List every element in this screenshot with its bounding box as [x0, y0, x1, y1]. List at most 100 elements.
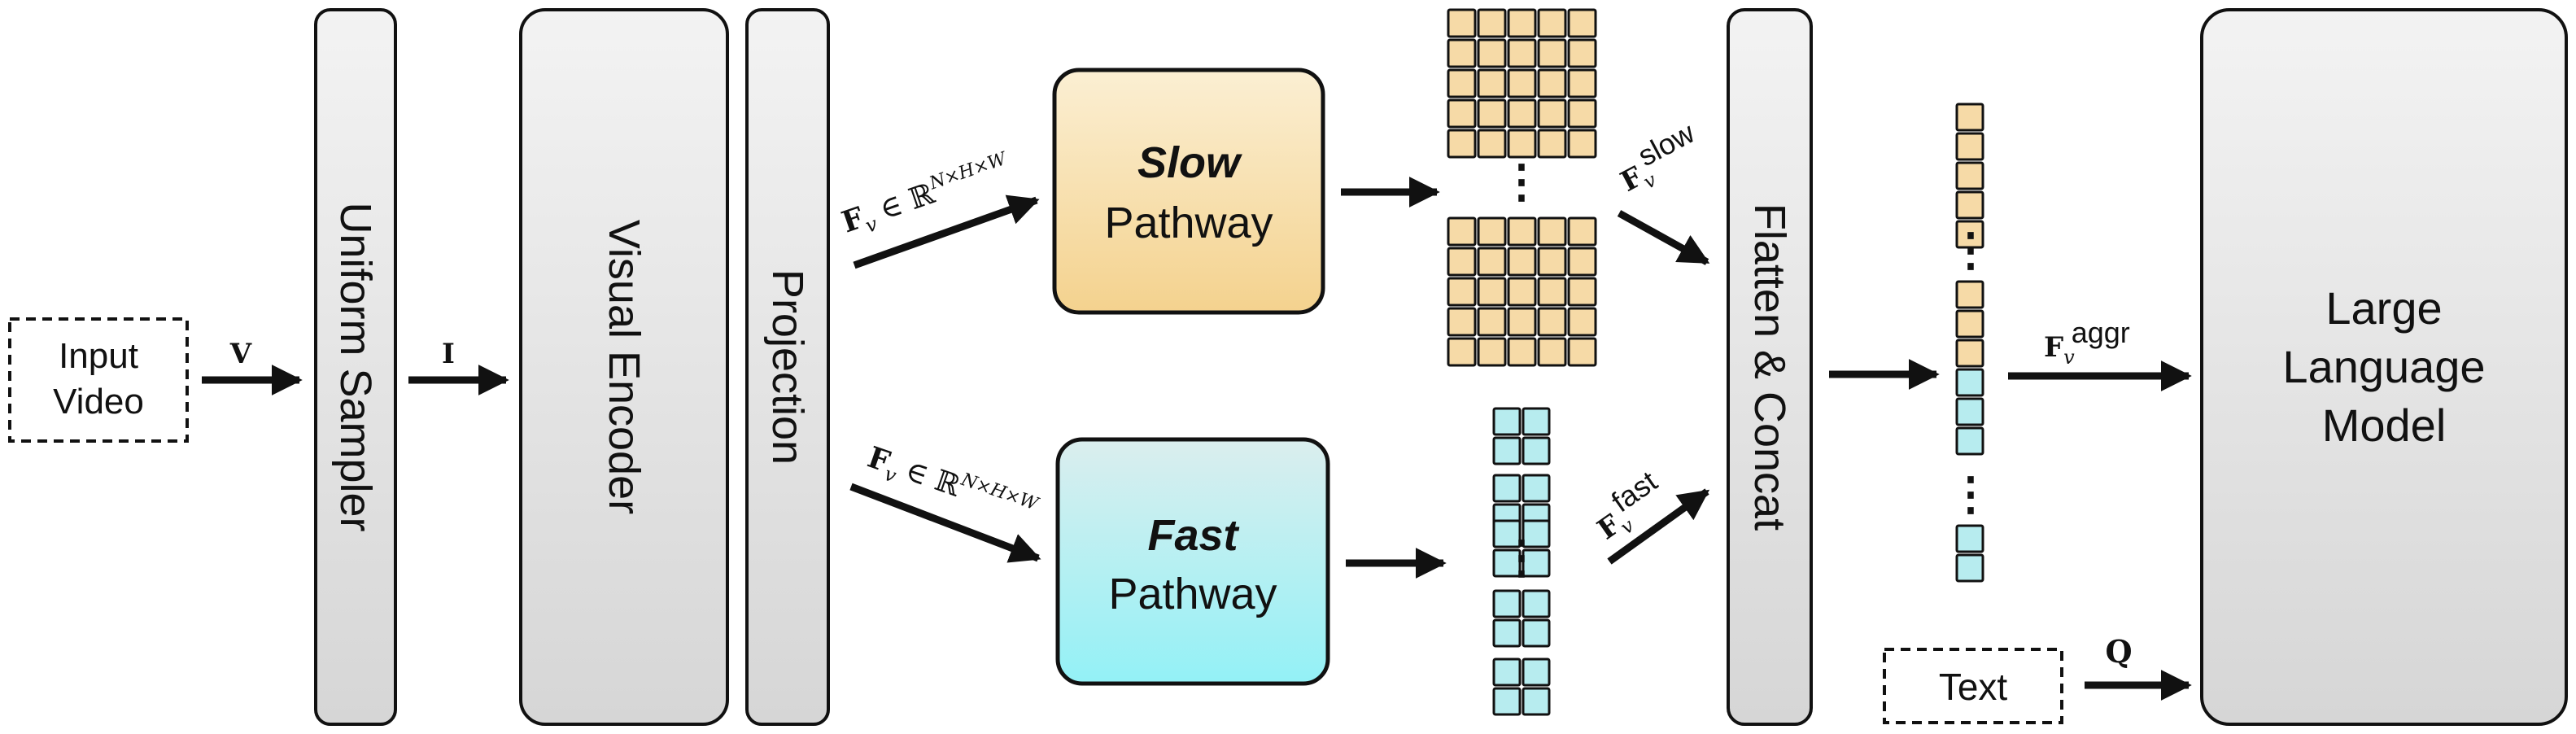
- slow-token: [1567, 307, 1597, 337]
- slow-token: [1537, 68, 1567, 98]
- slow-token: [1477, 337, 1507, 367]
- fast-token: [1522, 407, 1551, 436]
- slow-token: [1537, 8, 1567, 38]
- label-f-slow: Fvslow: [1615, 116, 1701, 199]
- slow-token: [1507, 247, 1537, 277]
- slow-token: [1567, 68, 1597, 98]
- uniform-sampler-block: Uniform Sampler: [314, 8, 397, 726]
- svg-text:Fvfast: Fvfast: [1583, 464, 1674, 550]
- fast-token: [1492, 589, 1522, 618]
- slow-token: [1507, 8, 1537, 38]
- sequence-token: [1955, 524, 1984, 553]
- slow-token: [1477, 38, 1507, 68]
- sequence-token: [1955, 426, 1984, 456]
- slow-token: [1567, 8, 1597, 38]
- sequence-token: [1955, 553, 1984, 583]
- slow-pathway-suffix: Pathway: [1104, 199, 1273, 247]
- label-q: Q: [2105, 633, 2132, 670]
- llm-label-line2: Language: [2282, 341, 2485, 392]
- text-input-box: Text: [1883, 648, 2063, 724]
- fast-token: [1492, 519, 1522, 548]
- slow-token: [1477, 216, 1507, 247]
- fast-token: [1492, 407, 1522, 436]
- flatten-concat-block: Flatten & Concat: [1727, 8, 1813, 726]
- label-v: V: [229, 338, 252, 370]
- slow-token: [1567, 277, 1597, 307]
- sequence-token: [1955, 220, 1984, 249]
- label-fast-input-feature: Fv∈ ℝN×H×W: [862, 439, 1042, 535]
- slow-token: [1477, 277, 1507, 307]
- slow-token: [1567, 247, 1597, 277]
- input-video-box: Input Video: [8, 317, 189, 443]
- visual-encoder-block: Visual Encoder: [519, 8, 729, 726]
- sequence-token: [1955, 339, 1984, 368]
- slow-token: [1507, 129, 1537, 159]
- slow-token: [1507, 68, 1537, 98]
- visual-encoder-label: Visual Encoder: [600, 220, 648, 514]
- svg-text:Fvaggr: Fvaggr: [2044, 316, 2130, 369]
- flatten-concat-label: Flatten & Concat: [1745, 203, 1794, 531]
- llm-block: Large Language Model: [2200, 8, 2568, 726]
- slow-token: [1537, 307, 1567, 337]
- slow-tokens-ellipsis: ⋮: [1499, 155, 1544, 207]
- slow-token: [1507, 38, 1537, 68]
- sequence-token: [1955, 132, 1984, 161]
- projection-label: Projection: [763, 269, 812, 465]
- slow-token: [1537, 98, 1567, 129]
- slow-token: [1447, 216, 1477, 247]
- slow-token: [1537, 216, 1567, 247]
- fast-token: [1522, 519, 1551, 548]
- fast-token: [1522, 589, 1551, 618]
- fast-token: [1492, 687, 1522, 716]
- slow-token: [1477, 98, 1507, 129]
- label-f-fast: Fvfast: [1583, 464, 1674, 550]
- fast-token: [1492, 474, 1522, 503]
- slow-token: [1447, 8, 1477, 38]
- slow-token: [1567, 129, 1597, 159]
- slow-token: [1567, 216, 1597, 247]
- arrow-slow-tokens-to-flatten: [1617, 210, 1710, 265]
- slow-token: [1537, 337, 1567, 367]
- slow-token: [1537, 277, 1567, 307]
- fast-pathway-name: Fast: [1147, 511, 1239, 560]
- slow-pathway-name: Slow: [1137, 138, 1242, 187]
- slow-token: [1507, 277, 1537, 307]
- slow-token: [1447, 337, 1477, 367]
- arrows: [202, 177, 2192, 701]
- label-slow-input-feature: Fv∈ ℝN×H×W: [837, 148, 1018, 244]
- fast-pathway-suffix: Pathway: [1108, 570, 1277, 618]
- label-f-aggr: Fvaggr: [2044, 316, 2130, 369]
- fast-token: [1522, 548, 1551, 578]
- slow-token: [1477, 307, 1507, 337]
- slow-token: [1537, 247, 1567, 277]
- fast-token: [1522, 658, 1551, 687]
- slow-pathway-block: Slow Pathway: [1052, 68, 1325, 315]
- fast-token: [1522, 687, 1551, 716]
- sequence-token: [1955, 280, 1984, 309]
- uniform-sampler-label: Uniform Sampler: [331, 202, 380, 531]
- slow-token: [1567, 98, 1597, 129]
- llm-label-line3: Model: [2322, 400, 2447, 451]
- fast-token: [1492, 658, 1522, 687]
- slow-token: [1447, 98, 1477, 129]
- slow-token: [1537, 129, 1567, 159]
- slow-token: [1507, 98, 1537, 129]
- llm-label-line1: Large: [2325, 282, 2442, 334]
- slow-token: [1477, 129, 1507, 159]
- slow-token: [1447, 129, 1477, 159]
- fast-token: [1492, 618, 1522, 648]
- fast-pathway-block: Fast Pathway: [1055, 437, 1330, 686]
- sequence-ellipsis-upper: ⋮: [1948, 224, 1993, 275]
- fast-token-grids: [1492, 407, 1551, 716]
- aggregated-token-sequence: [1955, 103, 1984, 583]
- slow-token: [1507, 307, 1537, 337]
- label-i: I: [442, 338, 455, 370]
- svg-text:Fv∈ ℝN×H×W: Fv∈ ℝN×H×W: [837, 148, 1018, 244]
- slow-token: [1477, 8, 1507, 38]
- sequence-token: [1955, 190, 1984, 220]
- sequence-token: [1955, 397, 1984, 426]
- svg-text:Fv∈ ℝN×H×W: Fv∈ ℝN×H×W: [862, 439, 1042, 535]
- slow-token: [1447, 307, 1477, 337]
- fast-token: [1492, 436, 1522, 465]
